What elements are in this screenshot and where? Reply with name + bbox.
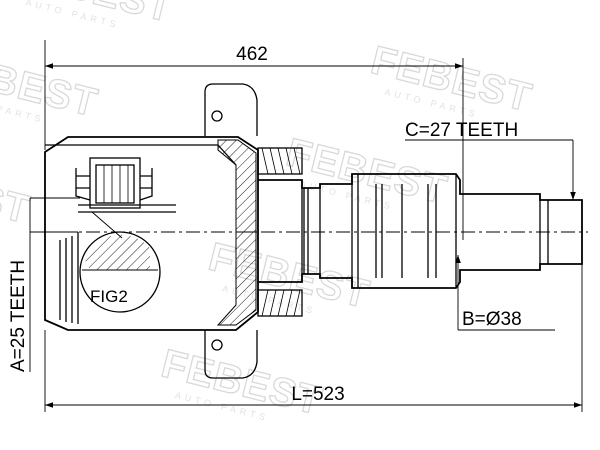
dimension-label-bottom: L=523 bbox=[291, 384, 344, 405]
dimension-label-shaft-diameter: B=Ø38 bbox=[462, 309, 522, 330]
dimension-label-inner-spline: A=25 TEETH bbox=[8, 260, 29, 372]
dimension-overall-top: 462 bbox=[44, 40, 464, 240]
tripod-roller bbox=[75, 157, 176, 239]
watermark-brand: FEBEST bbox=[0, 150, 34, 232]
dimension-outer-spline: C=27 TEETH bbox=[405, 120, 576, 200]
detail-fig2-label: FIG2 bbox=[90, 287, 128, 306]
dimension-label-outer-spline: C=27 TEETH bbox=[405, 120, 518, 141]
detail-fig2: FIG2 bbox=[79, 231, 161, 313]
mounting-bracket bbox=[204, 83, 258, 379]
dimension-label-top: 462 bbox=[236, 44, 268, 65]
joint-housing bbox=[44, 136, 259, 331]
boot-bellows bbox=[257, 147, 303, 317]
